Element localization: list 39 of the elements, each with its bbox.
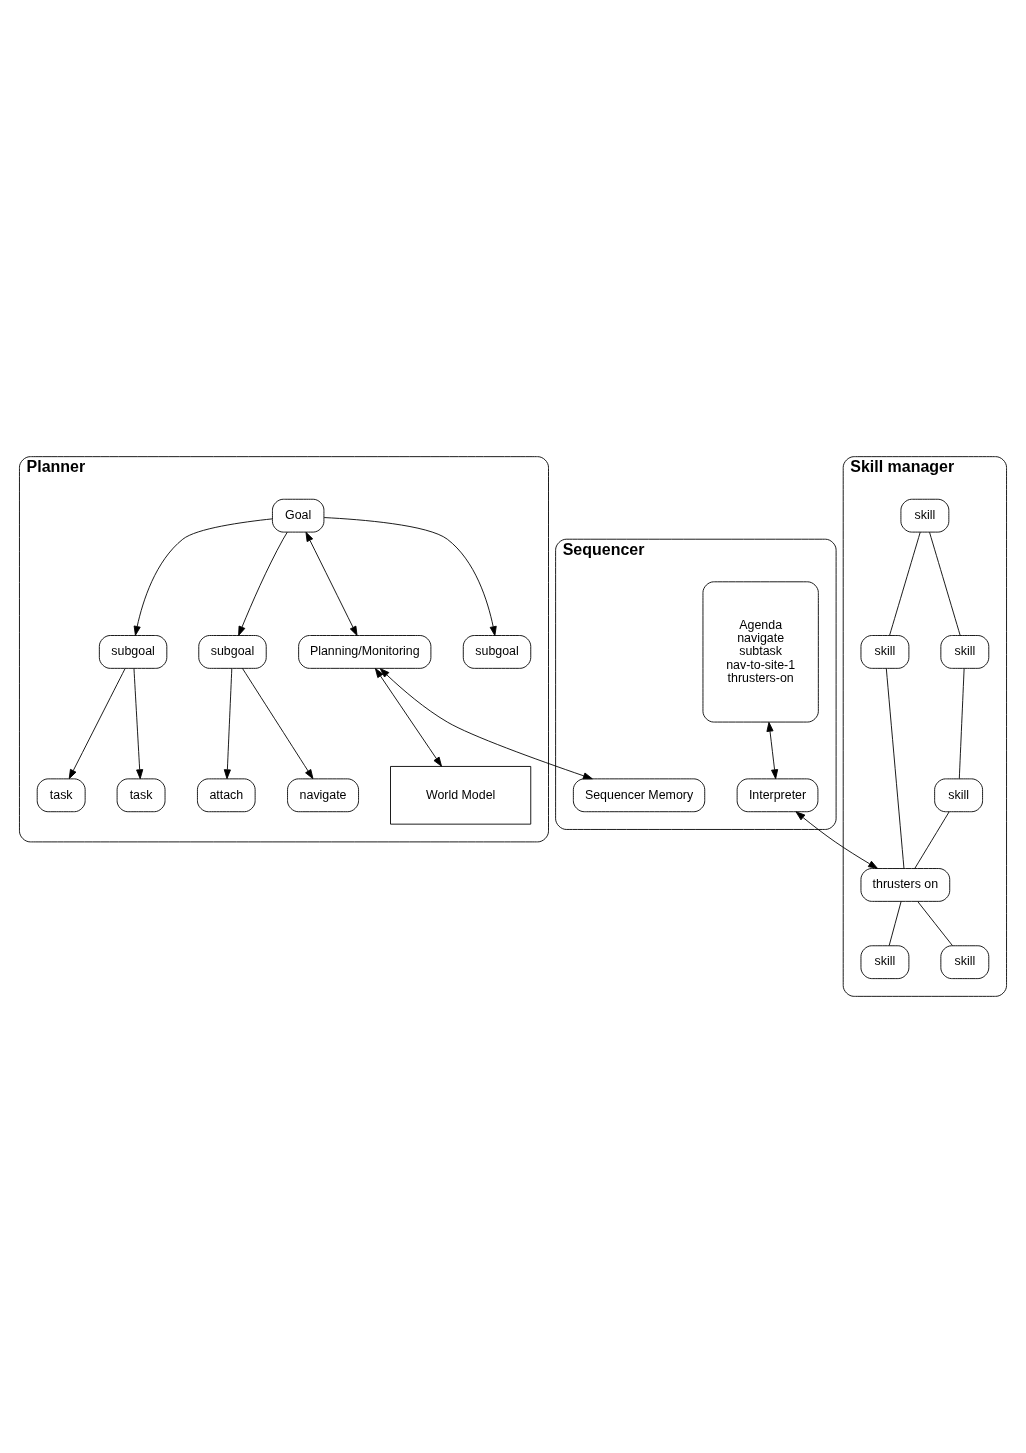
connector [929,531,961,636]
node-box: subgoal [462,635,532,669]
node-box: skill [860,635,910,669]
node-box: skill [934,778,983,813]
arrow [223,668,233,780]
node-box: navigate [287,778,359,813]
connector [885,668,905,869]
node-box: Interpreter [736,778,819,813]
connector [914,811,950,869]
arrow [133,668,144,780]
node-box: Agenda navigate subtask nav-to-site-1 thrusters-on [702,581,819,723]
arrow [379,668,593,780]
connector [889,531,921,636]
node-box: task [36,778,86,813]
connector [888,901,902,947]
node-box: Sequencer Memory [572,778,706,813]
node-box: attach [197,778,256,813]
node-box: Goal [272,498,325,533]
connector [958,668,965,780]
arrow [238,531,288,636]
node-box: World Model [390,766,532,825]
arrow [766,721,779,780]
arrow [374,668,442,767]
node-box: thrusters on [860,868,951,902]
arrow [305,531,358,636]
node-box: skill [940,945,990,980]
arrow [795,811,878,869]
arrow [323,517,497,636]
node-box: skill [860,945,910,980]
node-box: subgoal [98,635,168,669]
arrow [68,668,126,780]
node-box: subgoal [198,635,267,669]
connector [917,901,953,947]
node-box: task [116,778,166,813]
node-box: Planning/Monitoring [298,635,432,669]
arrow [133,518,273,636]
node-box: skill [900,498,950,533]
node-box: skill [940,635,990,669]
arrow [242,668,314,780]
